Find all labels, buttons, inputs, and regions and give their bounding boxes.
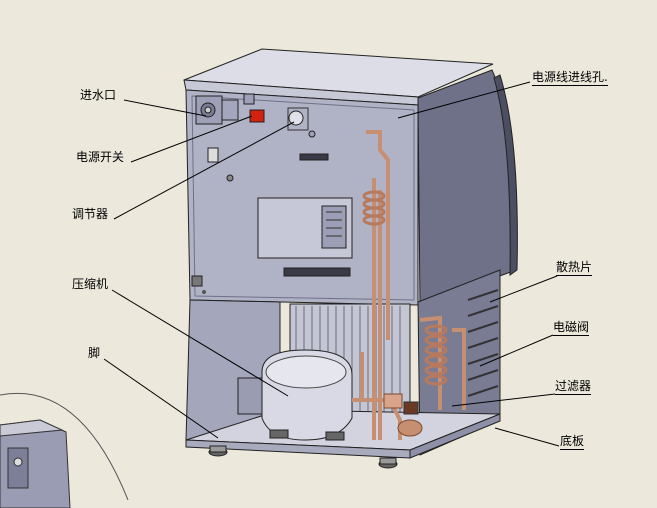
label-cable-hole: 电源线进线孔.: [532, 70, 608, 86]
label-solenoid-valve: 电磁阀: [553, 320, 590, 336]
solenoid-coil: [424, 324, 448, 386]
cabinet-side: [417, 69, 518, 456]
coil: [362, 190, 386, 226]
label-heat-sink: 散热片: [556, 260, 593, 276]
label-water-inlet: 进水口: [80, 88, 117, 102]
label-compressor: 压缩机: [72, 277, 109, 291]
cabinet-top: [183, 48, 494, 106]
label-filter: 过滤器: [555, 379, 592, 395]
compressor: [237, 349, 353, 441]
label-power-switch: 电源开关: [76, 150, 125, 164]
filter-drier: [383, 393, 423, 437]
front-panel: [185, 89, 419, 306]
label-base-plate: 底板: [560, 434, 585, 450]
leader-lines: [103, 81, 560, 447]
inset-view: [0, 392, 129, 508]
label-foot: 脚: [88, 346, 101, 360]
copper-piping: [352, 130, 466, 440]
label-regulator: 调节器: [72, 207, 109, 221]
